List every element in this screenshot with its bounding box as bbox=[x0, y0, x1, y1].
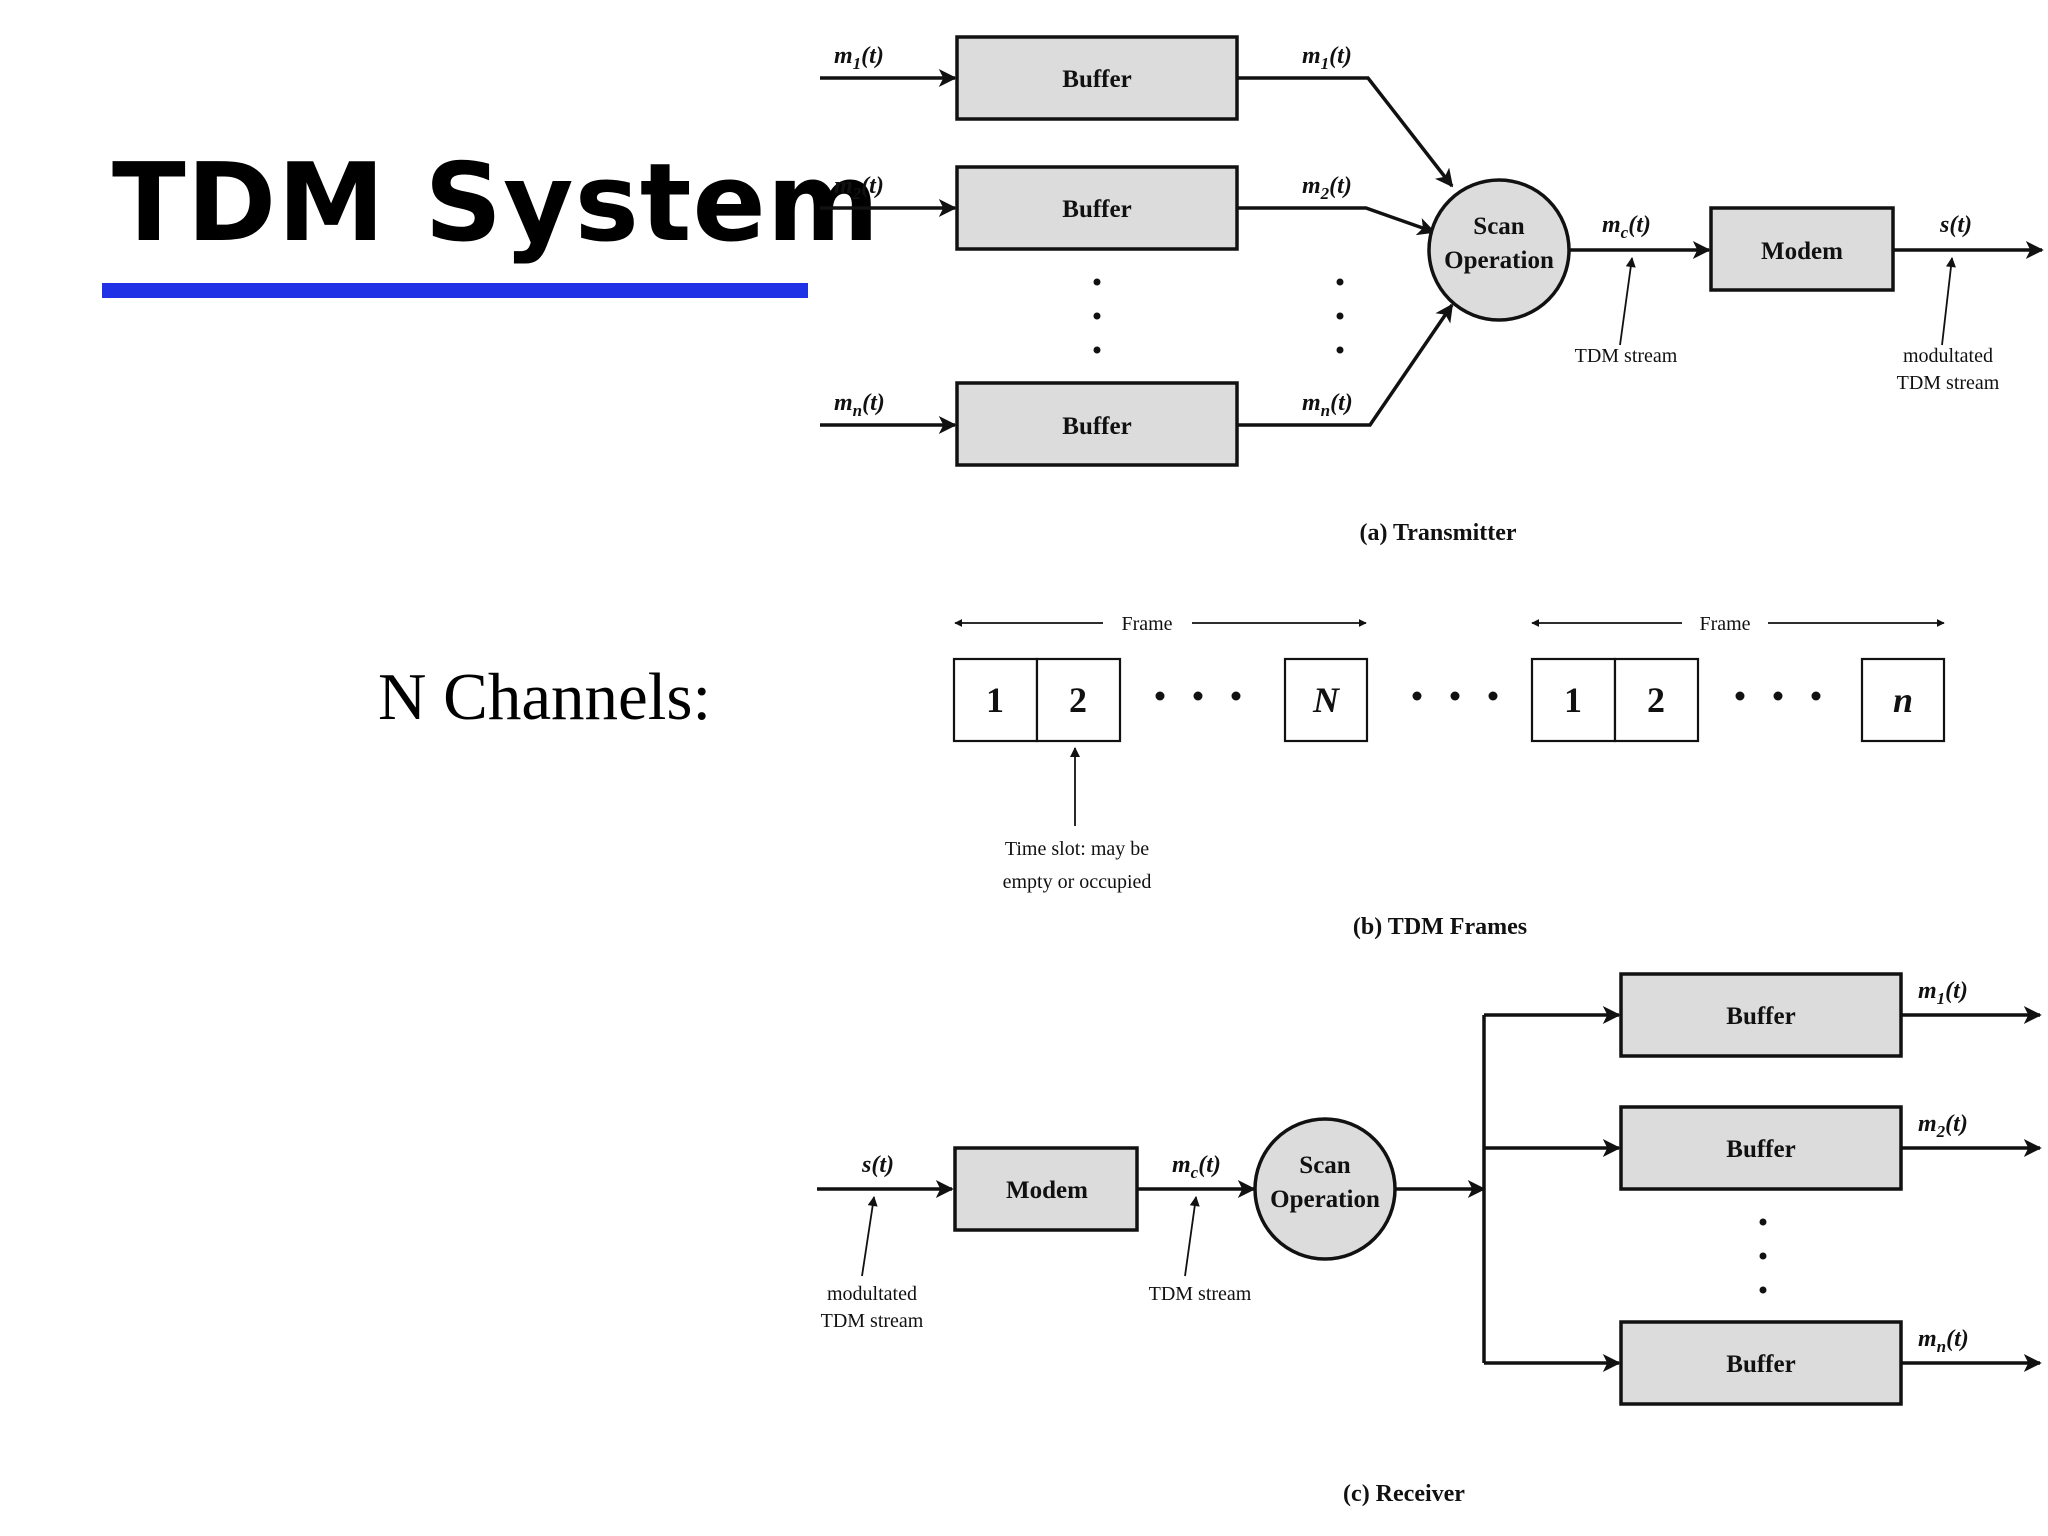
rx-caption: (c) Receiver bbox=[1343, 1481, 1465, 1507]
frame-ellipsis-dots bbox=[1155, 691, 1821, 701]
rx-output-2-label: m2(t) bbox=[1918, 1111, 1968, 1141]
frame-2-slot-2-label: 2 bbox=[1647, 680, 1665, 720]
rx-tdm-stream-pointer bbox=[1184, 1196, 1200, 1277]
slide-title: TDM System bbox=[112, 141, 881, 266]
tx-buffer-2-label: Buffer bbox=[1062, 196, 1131, 223]
tx-modem bbox=[1709, 206, 1895, 292]
rx-tdm-stream-note: TDM stream bbox=[1149, 1283, 1252, 1305]
tx-buffer-1-to-scan bbox=[1237, 76, 1454, 188]
rx-mc-label: mc(t) bbox=[1172, 1152, 1221, 1182]
frame-1-slot-N-label: N bbox=[1312, 680, 1341, 720]
title-underline bbox=[102, 283, 808, 298]
frame-2-slot-1 bbox=[1530, 657, 1617, 743]
tdm-frames: Frame Frame 1 2 N 1 2 n bbox=[952, 613, 1946, 940]
tx-modem-label: Modem bbox=[1761, 238, 1843, 265]
tx-caption: (a) Transmitter bbox=[1359, 520, 1516, 546]
time-slot-note-line1: Time slot: may be bbox=[1005, 838, 1149, 860]
tx-modulated-note-line1: modultated bbox=[1903, 345, 1993, 367]
tx-input-1-label: m1(t) bbox=[834, 43, 884, 73]
tx-tdm-stream-pointer bbox=[1619, 257, 1636, 346]
tx-buffer-n-to-scan bbox=[1237, 303, 1454, 427]
tx-output-label: s(t) bbox=[1939, 212, 1972, 238]
frame-1-slot-N bbox=[1283, 657, 1369, 743]
frame-2-slot-1-label: 1 bbox=[1564, 680, 1582, 720]
rx-input-label: s(t) bbox=[861, 1152, 894, 1178]
frame-2-label: Frame bbox=[1699, 613, 1750, 635]
rx-modulated-note-line2: TDM stream bbox=[821, 1310, 924, 1332]
tx-modulated-pointer bbox=[1941, 257, 1956, 346]
tx-buffer-2-out-label: m2(t) bbox=[1302, 173, 1352, 203]
rx-buffer-n bbox=[1619, 1320, 1903, 1406]
tx-buffer-1-label: Buffer bbox=[1062, 66, 1131, 93]
transmitter: m1(t) m2(t) mn(t) Buffer Buffer Buffer bbox=[820, 35, 2044, 546]
frame-1-slot-1 bbox=[952, 657, 1039, 743]
tx-buffer-n-out-label: mn(t) bbox=[1302, 390, 1353, 420]
frame-1-label: Frame bbox=[1121, 613, 1172, 635]
frame-2-slot-2 bbox=[1613, 657, 1700, 743]
tx-buffer-2 bbox=[955, 165, 1239, 251]
tx-buffer-n-label: Buffer bbox=[1062, 413, 1131, 440]
rx-buffer-2-label: Buffer bbox=[1726, 1136, 1795, 1163]
frame-1-slot-1-label: 1 bbox=[986, 680, 1004, 720]
frame-1-slot-2 bbox=[1035, 657, 1122, 743]
tx-input-2-label: m2(t) bbox=[834, 173, 884, 203]
tx-mc-label: mc(t) bbox=[1602, 212, 1651, 242]
frame-2-slot-n bbox=[1860, 657, 1946, 743]
tx-tdm-stream-note: TDM stream bbox=[1575, 345, 1678, 367]
rx-modulated-note-line1: modultated bbox=[827, 1283, 917, 1305]
tx-modulated-note-line2: TDM stream bbox=[1897, 372, 2000, 394]
channels-label: N Channels: bbox=[378, 660, 712, 734]
frame-2-slot-n-label: n bbox=[1893, 680, 1913, 720]
rx-buffer-2 bbox=[1619, 1105, 1903, 1191]
frame-1-slot-2-label: 2 bbox=[1069, 680, 1087, 720]
rx-output-n-label: mn(t) bbox=[1918, 1326, 1969, 1356]
tx-buffer-2-to-scan bbox=[1237, 206, 1436, 236]
tx-buffer-1 bbox=[955, 35, 1239, 121]
rx-modem bbox=[953, 1146, 1139, 1232]
receiver: s(t) modultated TDM stream Modem mc(t) T… bbox=[817, 972, 2042, 1507]
tx-buffer-1-out-label: m1(t) bbox=[1302, 43, 1352, 73]
rx-modem-label: Modem bbox=[1006, 1177, 1088, 1204]
rx-buffer-1 bbox=[1619, 972, 1903, 1058]
rx-scan-label-line2: Operation bbox=[1270, 1186, 1380, 1213]
rx-buffer-1-label: Buffer bbox=[1726, 1003, 1795, 1030]
rx-ellipsis-dots bbox=[1759, 1218, 1767, 1294]
tx-scan-label-line1: Scan bbox=[1473, 213, 1525, 240]
tx-scan-label-line2: Operation bbox=[1444, 247, 1554, 274]
rx-buffer-n-label: Buffer bbox=[1726, 1351, 1795, 1378]
tx-ellipsis-dots bbox=[1093, 278, 1344, 354]
frames-caption: (b) TDM Frames bbox=[1353, 914, 1527, 940]
rx-modulated-pointer bbox=[861, 1196, 878, 1277]
rx-scan-label-line1: Scan bbox=[1299, 1152, 1351, 1179]
time-slot-note-line2: empty or occupied bbox=[1003, 871, 1152, 893]
rx-output-1-label: m1(t) bbox=[1918, 978, 1968, 1008]
tx-input-n-label: mn(t) bbox=[834, 390, 885, 420]
